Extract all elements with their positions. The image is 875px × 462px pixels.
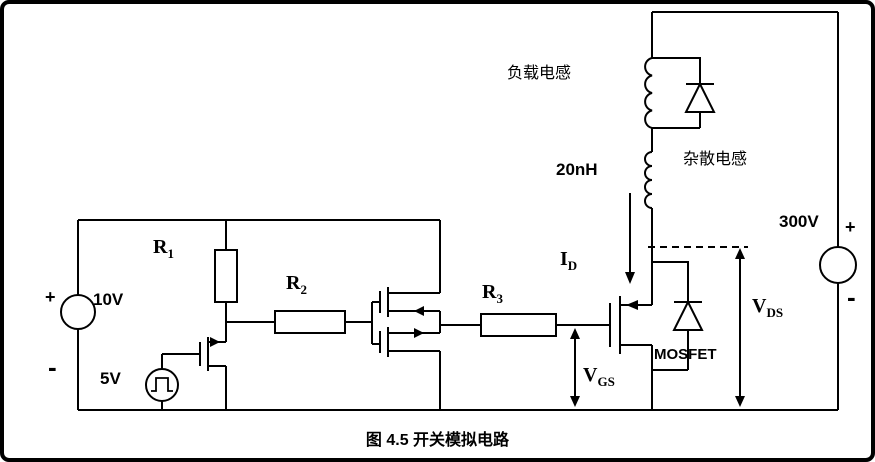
power-mosfet-symbol bbox=[556, 296, 653, 410]
label-load-inductance: 负载电感 bbox=[507, 65, 572, 82]
minus-sign-10v: - bbox=[48, 352, 57, 382]
r3-sub: 3 bbox=[496, 291, 503, 306]
label-vgs: VGS bbox=[583, 364, 615, 389]
label-stray-inductance: 杂散电感 bbox=[683, 151, 748, 168]
label-bus-voltage: 300V bbox=[779, 212, 819, 231]
label-r2: R2 bbox=[286, 272, 307, 297]
vds-arrow bbox=[735, 248, 745, 407]
vds-sub: DS bbox=[766, 305, 784, 320]
input-mosfet-symbol bbox=[162, 337, 227, 410]
vds-base: V bbox=[752, 295, 767, 317]
lower-fet-arrow bbox=[414, 328, 424, 338]
id-sub: D bbox=[567, 258, 578, 273]
id-base: I bbox=[560, 248, 568, 270]
vgs-sub: GS bbox=[597, 374, 615, 389]
body-diode bbox=[652, 261, 704, 371]
label-10v: 10V bbox=[93, 290, 124, 309]
vgs-base: V bbox=[583, 364, 598, 386]
label-5v: 5V bbox=[100, 369, 121, 388]
load-inductor-coil bbox=[644, 57, 653, 129]
resistor-r1 bbox=[214, 220, 238, 342]
label-r1: R1 bbox=[153, 236, 174, 261]
resistor-r2 bbox=[226, 310, 346, 334]
dc-source-300v bbox=[819, 246, 857, 284]
pulse-source-5v bbox=[145, 354, 179, 410]
label-mosfet: MOSFET bbox=[654, 346, 717, 363]
freewheel-diode bbox=[652, 57, 716, 129]
upper-fet-arrow bbox=[414, 306, 424, 316]
driver-stage bbox=[345, 220, 481, 410]
dc-source-10v bbox=[60, 220, 96, 410]
label-vds: VDS bbox=[752, 295, 784, 320]
r3-base: R bbox=[482, 281, 497, 303]
label-id: ID bbox=[560, 248, 578, 273]
stray-inductor-coil bbox=[644, 151, 653, 209]
plus-sign-300v: + bbox=[845, 217, 856, 237]
mosfet-arrow bbox=[626, 300, 638, 310]
pulse-waveform-icon bbox=[151, 377, 173, 392]
label-stray-value: 20nH bbox=[556, 160, 598, 179]
minus-sign-300v: - bbox=[847, 282, 856, 312]
plus-sign-10v: + bbox=[45, 287, 56, 307]
r1-base: R bbox=[153, 236, 168, 258]
r2-base: R bbox=[286, 272, 301, 294]
power-loop-wires bbox=[651, 11, 839, 410]
figure-caption: 图 4.5 开关模拟电路 bbox=[365, 432, 510, 449]
label-r3: R3 bbox=[482, 281, 503, 306]
id-current-arrow bbox=[625, 193, 635, 284]
input-mosfet-arrow bbox=[210, 337, 220, 347]
r1-sub: 1 bbox=[167, 246, 174, 261]
r2-sub: 2 bbox=[300, 282, 307, 297]
vgs-arrow bbox=[570, 328, 580, 407]
